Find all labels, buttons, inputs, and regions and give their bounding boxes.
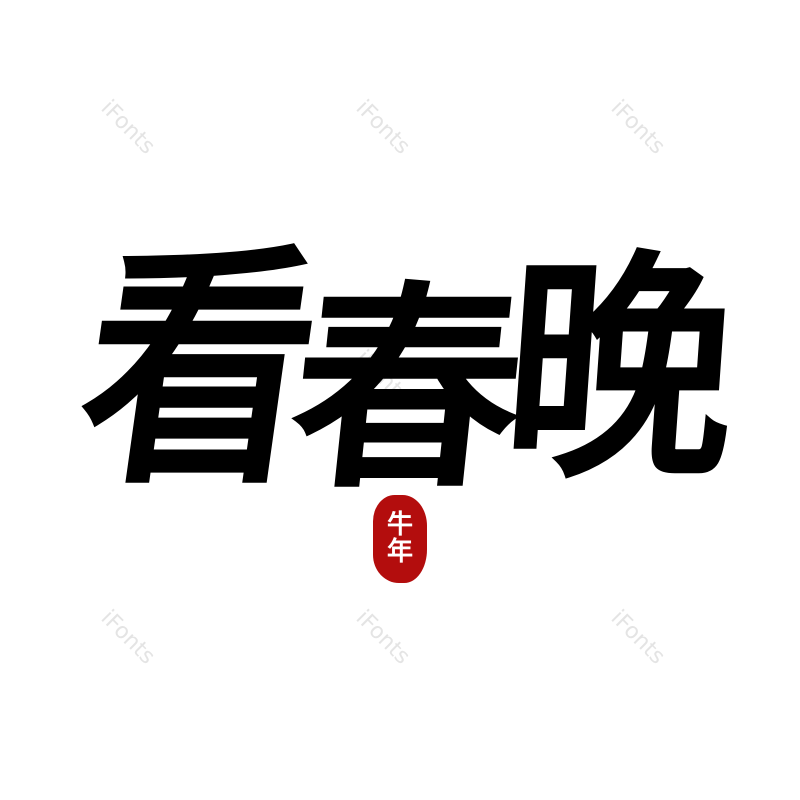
watermark: iFonts: [350, 95, 415, 160]
seal-char-2: 年: [386, 537, 413, 567]
red-seal-stamp: 牛 年: [373, 495, 427, 583]
watermark: iFonts: [350, 605, 415, 670]
watermark: iFonts: [605, 605, 670, 670]
title-char-2: 春: [279, 261, 517, 519]
watermark: iFonts: [95, 605, 160, 670]
seal-char-1: 牛: [386, 509, 413, 540]
title-char-3: 晚: [495, 228, 725, 512]
watermark: iFonts: [605, 95, 670, 160]
title-char-1: 看: [64, 221, 316, 519]
watermark: iFonts: [95, 95, 160, 160]
calligraphy-title: 看 春 晚: [40, 200, 760, 540]
